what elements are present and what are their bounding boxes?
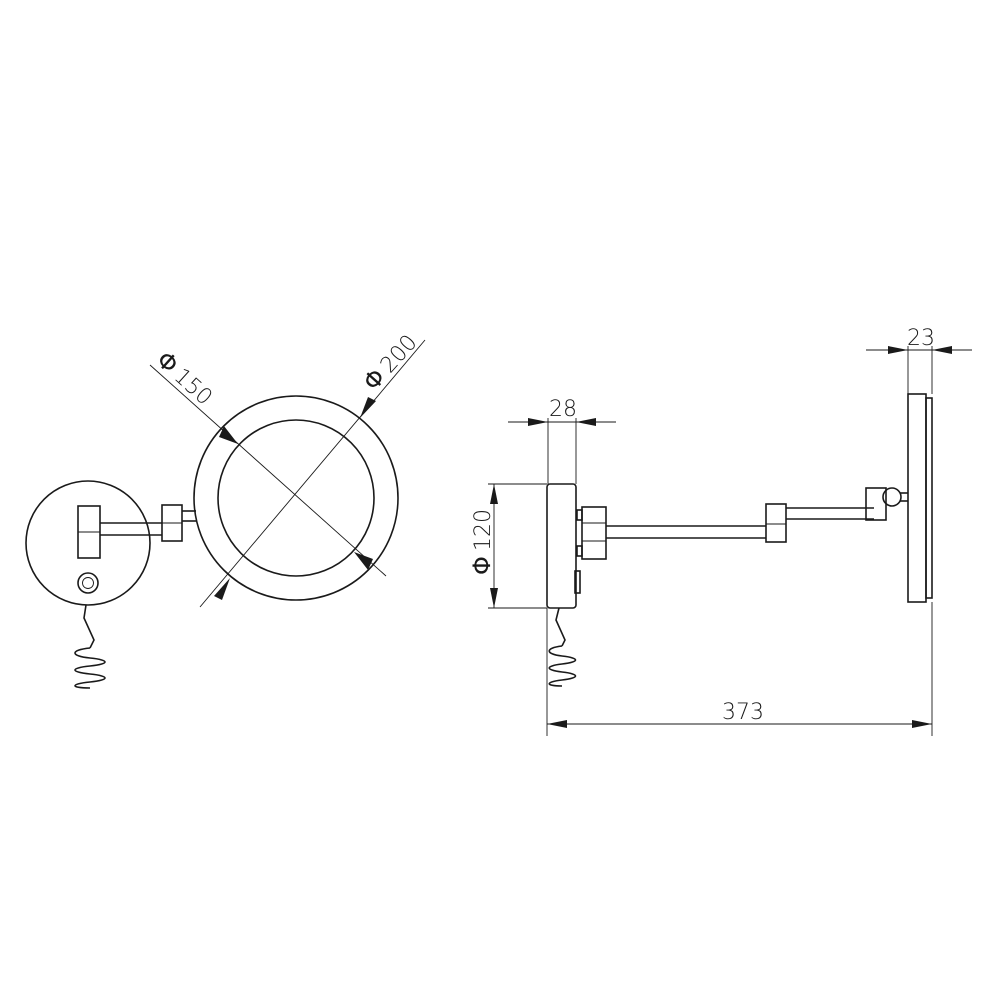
dim-373-arrow-b (912, 720, 932, 728)
side-switch (574, 570, 581, 594)
dim-28-arrow-a (528, 418, 548, 426)
front-cable (83, 604, 95, 649)
dim-200-value: 200 (376, 330, 423, 378)
dim-120-symbol: Φ (468, 556, 496, 575)
dim-150-value: 150 (169, 364, 217, 411)
dim-373-value: 373 (722, 700, 764, 725)
side-base-bracket (581, 506, 607, 560)
dim-23-value: 23 (907, 326, 935, 351)
dim-200-arrow-b (214, 578, 230, 600)
front-wall-base (25, 480, 151, 606)
front-mirror-outer (193, 395, 399, 601)
front-coil-cord (74, 647, 106, 689)
front-switch-inner (82, 577, 94, 589)
side-pivot-ball (882, 487, 902, 507)
dim-120-arrow-a (490, 484, 498, 504)
dim-23-arrow-b (932, 346, 952, 354)
side-mirror-glass (925, 397, 933, 599)
side-coil-cord (548, 645, 577, 687)
front-view: Φ 150 Φ 200 (25, 330, 426, 689)
dim-120-arrow-b (490, 588, 498, 608)
dim-150-arrow-a (219, 426, 238, 444)
dim-373-arrow-a (547, 720, 567, 728)
dim-23-arrow-a (888, 346, 908, 354)
side-view: 28 23 Φ 120 373 (468, 326, 972, 736)
dim-120-value: 120 (471, 509, 496, 551)
side-elbow-joint (765, 503, 787, 543)
dim-150-line (149, 364, 387, 577)
dim-200-line (199, 339, 426, 608)
dim-28-value: 28 (549, 397, 577, 422)
front-switch-outer (77, 572, 99, 594)
side-mirror-body (907, 393, 927, 603)
dim-28-arrow-b (576, 418, 596, 426)
front-mirror-inner (217, 419, 375, 577)
side-cable (555, 607, 566, 647)
dim-150-arrow-b (354, 552, 373, 570)
dim-200-arrow-a (360, 397, 376, 418)
side-wall-base (546, 483, 577, 609)
side-pivot-block (865, 487, 887, 521)
